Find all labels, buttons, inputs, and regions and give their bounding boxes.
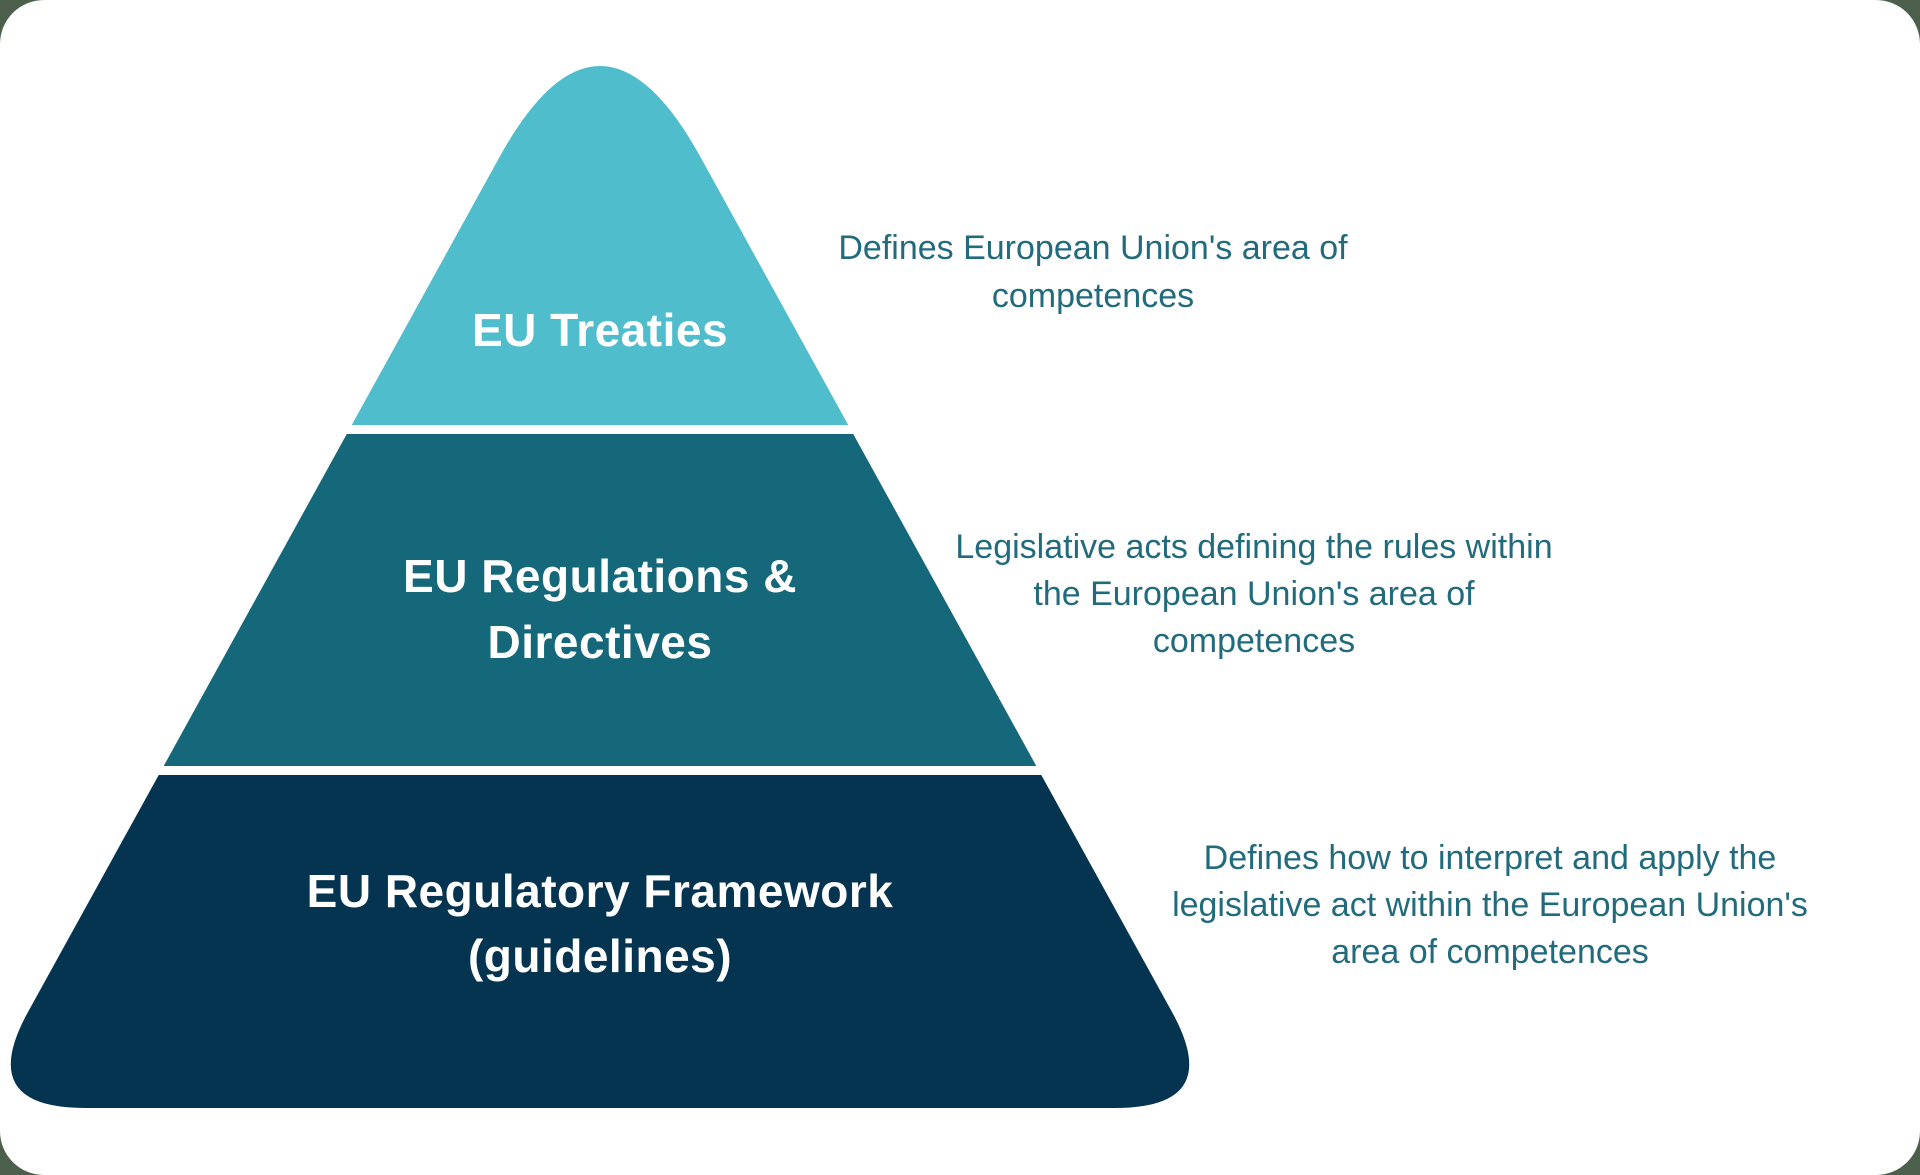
tier-bottom-label: EU Regulatory Framework (guidelines)	[306, 865, 894, 982]
tier-top-label: EU Treaties	[471, 304, 729, 356]
tier-top-description: Defines European Union's area of compete…	[838, 229, 1348, 315]
tier-bottom-description: Defines how to interpret and apply the l…	[1172, 839, 1808, 971]
tier-middle-description: Legislative acts defining the rules with…	[955, 528, 1553, 660]
tier-middle-label: EU Regulations & Directives	[403, 550, 797, 668]
